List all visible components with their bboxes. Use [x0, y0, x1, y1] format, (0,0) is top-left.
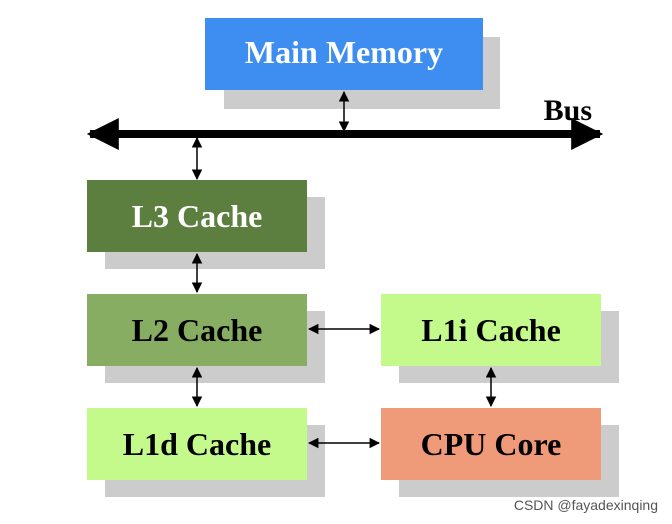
cpu-core-box	[381, 408, 601, 480]
system-bus: Bus	[86, 94, 604, 150]
l2-cache-label: L2 Cache	[132, 312, 263, 348]
l3-cache-box	[87, 180, 307, 252]
main-memory-label: Main Memory	[245, 34, 443, 70]
l1i-cache-label: L1i Cache	[421, 312, 561, 348]
cpu-core-label: CPU Core	[421, 426, 562, 462]
bus-label: Bus	[544, 94, 592, 127]
l1d-cache-box	[87, 408, 307, 480]
watermark-text: CSDN @fayadexinqing	[514, 497, 658, 513]
l3-cache-label: L3 Cache	[132, 198, 263, 234]
l1i-cache-box	[381, 294, 601, 366]
l3-cache-block: L3 Cache	[87, 180, 325, 269]
main-memory-box	[205, 18, 483, 90]
l1d-cache-label: L1d Cache	[123, 426, 271, 462]
cpu-core-block: CPU Core	[381, 408, 619, 497]
l1i-cache-block: L1i Cache	[381, 294, 619, 383]
l2-cache-box	[87, 294, 307, 366]
main-memory-block: Main Memory	[205, 18, 500, 109]
l1d-cache-block: L1d Cache	[87, 408, 325, 497]
l2-cache-block: L2 Cache	[87, 294, 325, 383]
